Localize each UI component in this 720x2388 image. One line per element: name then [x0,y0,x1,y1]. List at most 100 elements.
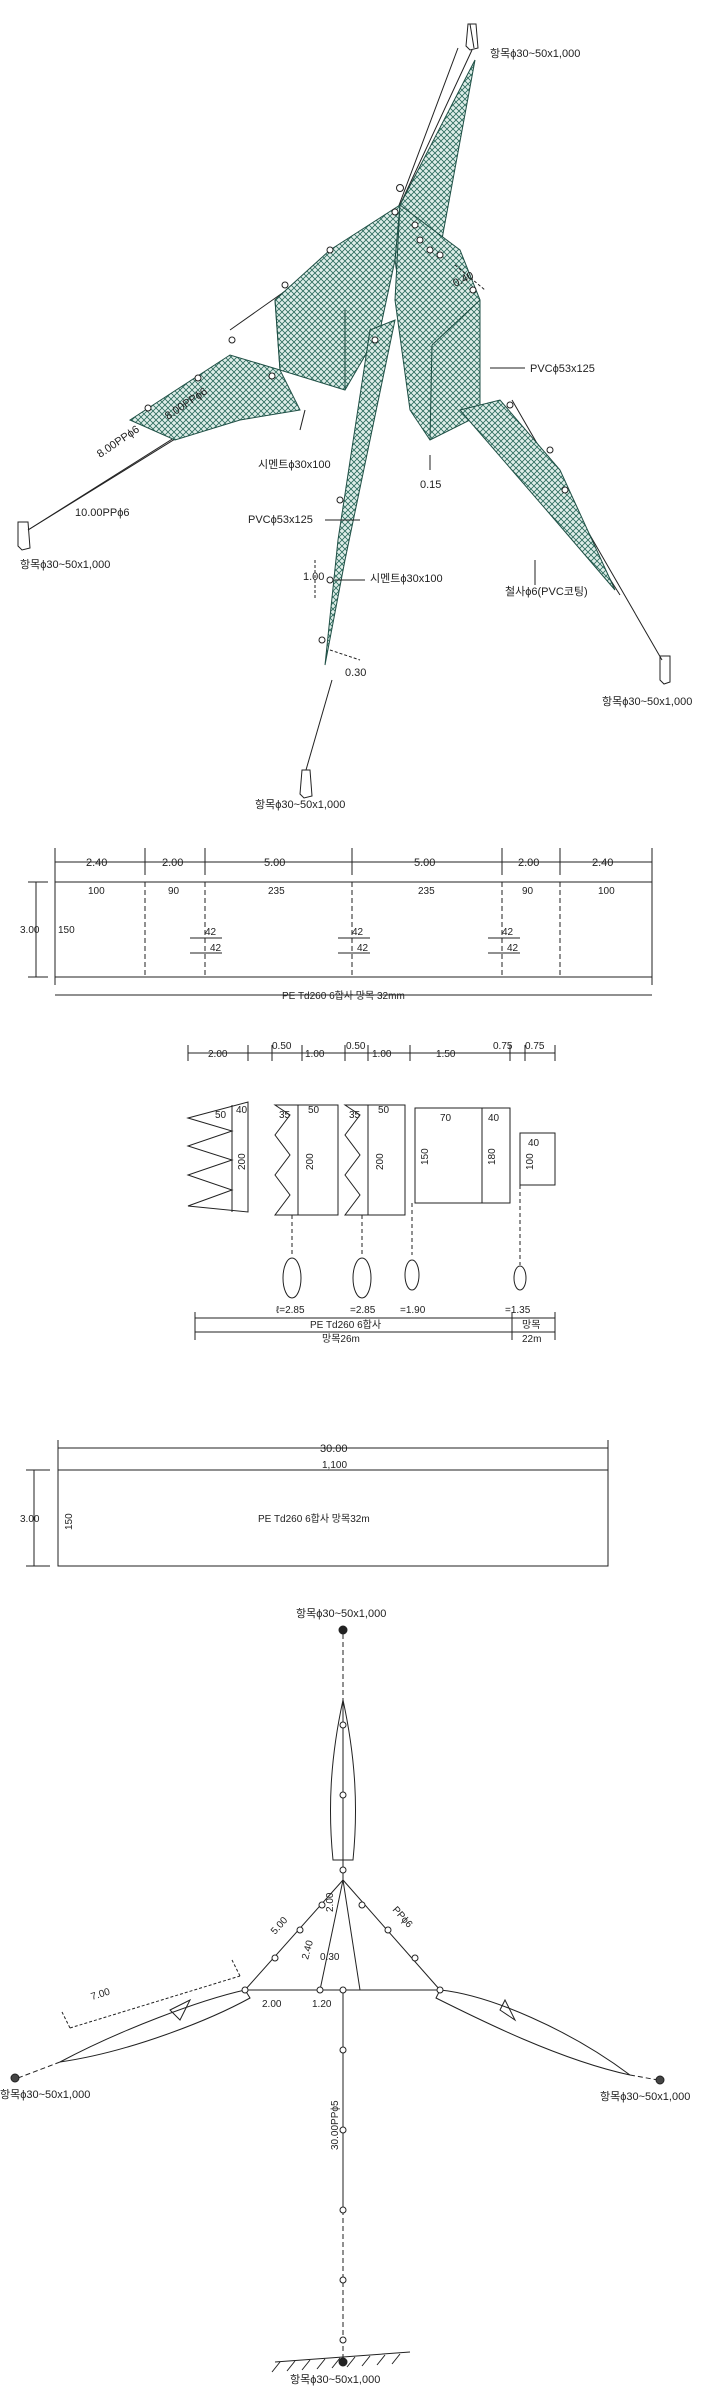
trap-count-7: 40 [488,1113,500,1124]
dim-040 [454,264,486,291]
label-d100: 1.00 [303,571,324,583]
count-leader-1: 90 [168,886,180,897]
wing-width: 30.00 [320,1443,348,1455]
trap-dim-6: 0.75 [493,1041,513,1052]
count-leader-2: 235 [268,886,285,897]
label-stake-top-right: 항목ϕ30~50x1,000 [490,47,580,60]
count-leader-4: 90 [522,886,534,897]
trap-dim-7: 0.75 [525,1041,545,1052]
plan-stake-right [655,2075,665,2085]
label-rope-8a: 8.00PPϕ6 [95,423,142,460]
label-rope-10: 10.00PPϕ6 [75,507,129,519]
ring-3 [404,1259,420,1291]
dim-leader-3: 5.00 [414,857,435,869]
trap-mesh-right-a: 망목 [522,1319,540,1331]
plan-d700: 7.00 [90,1987,112,2003]
ring-label-2: =1.90 [400,1305,426,1316]
wing-count: 1,100 [322,1460,347,1471]
stake-bottom [299,769,313,799]
dim-leader-2: 5.00 [264,857,285,869]
trap-count-1: 40 [236,1105,248,1116]
ground-hatch [271,2351,411,2373]
dim-leader-1: 2.00 [162,857,183,869]
leader-net-panel [54,881,653,978]
dim-030 [329,649,361,661]
trap-panel-1 [186,1101,249,1213]
trap-dim-5: 1.50 [436,1049,456,1060]
wing-net-panel [57,1469,609,1567]
plan-stake-bottom [338,2357,348,2367]
trap-count-5: 50 [378,1105,390,1116]
net-bottom-arm [324,319,396,666]
plan-label-stake-top: 항목ϕ30~50x1,000 [296,1607,386,1620]
plan-right-arm [435,1989,631,2076]
trap-vert-2: 200 [375,1153,386,1170]
trap-count-0: 50 [215,1110,227,1121]
stake-left [17,521,31,551]
label-pvc-1: PVCϕ53x125 [530,363,595,375]
label-d030: 0.30 [345,667,366,679]
count-leader-0: 100 [88,886,105,897]
stake-right [659,655,671,685]
trap-mesh-right-b: 22m [522,1334,541,1345]
rope-bottom [305,679,333,771]
ring-4 [513,1265,527,1291]
trap-count-4: 35 [349,1110,361,1121]
trap-vert-1: 200 [305,1153,316,1170]
stake-top-right [465,23,479,51]
trap-material: PE Td260 6합사 [310,1319,381,1331]
trap-dim-0: 2.00 [208,1049,228,1060]
height-leader: 3.00 [20,925,40,936]
trap-dim-1: 0.50 [272,1041,292,1052]
plan-d030: 0.30 [320,1952,340,1963]
trap-mesh-left: 망목26m [322,1333,360,1345]
label-d015: 0.15 [420,479,441,491]
label-stake-bottom: 항목ϕ30~50x1,000 [255,798,345,811]
net-right-chamber [394,204,481,441]
plan-label-stake-right: 항목ϕ30~50x1,000 [600,2090,690,2103]
side-count-leader: 150 [58,925,75,936]
plan-stake-top [338,1625,348,1635]
ring-2 [352,1257,372,1299]
trap-vert-0: 200 [237,1153,248,1170]
plan-floats [241,1721,444,2344]
wing-net-drawing [26,1440,609,1567]
tie-5: 42 [507,943,519,954]
ring-1 [282,1257,302,1299]
tie-3: 42 [357,943,369,954]
trap-vert-4: 180 [487,1148,498,1165]
label-wire: 철사ϕ6(PVC코팅) [505,585,588,598]
label-cement-2: 시멘트ϕ30x100 [370,572,443,585]
plan-left-arm [59,1989,251,2063]
tie-4: 42 [502,927,514,938]
net-left-arm [128,354,301,441]
wing-height: 3.00 [20,1514,40,1525]
leader-material: PE Td260 6합사 망목 32mm [282,990,405,1002]
trap-net-labels: 2.00 0.50 1.00 0.50 1.00 1.50 0.75 0.75 … [208,1041,545,1345]
plan-label-stake-bottom: 항목ϕ30~50x1,000 [290,2373,380,2386]
wing-material: PE Td260 6합사 망목32m [258,1513,370,1525]
trap-vert-5: 100 [525,1153,536,1170]
trap-net-drawing [186,1045,556,1340]
net-right-arm [459,399,616,591]
leader-cement-1 [299,409,306,431]
trap-panel-5 [519,1132,556,1186]
trap-panel-3 [343,1104,406,1216]
trap-panel-2 [273,1104,339,1216]
rope-top-2 [397,47,459,209]
label-stake-right: 항목ϕ30~50x1,000 [602,695,692,708]
ring-label-1: =2.85 [350,1305,376,1316]
trap-dim-2: 1.00 [305,1049,325,1060]
trap-count-3: 50 [308,1105,320,1116]
trap-dim-4: 1.00 [372,1049,392,1060]
dim-leader-5: 2.40 [592,857,613,869]
plan-d200a: 2.00 [325,1892,336,1912]
plan-d500: 5.00 [269,1915,290,1937]
trap-count-2: 35 [279,1110,291,1121]
trap-vert-3: 150 [420,1148,431,1165]
tie-1: 42 [210,943,222,954]
plan-stake-left [10,2073,20,2083]
trap-count-6: 70 [440,1113,452,1124]
dim-leader-0: 2.40 [86,857,107,869]
